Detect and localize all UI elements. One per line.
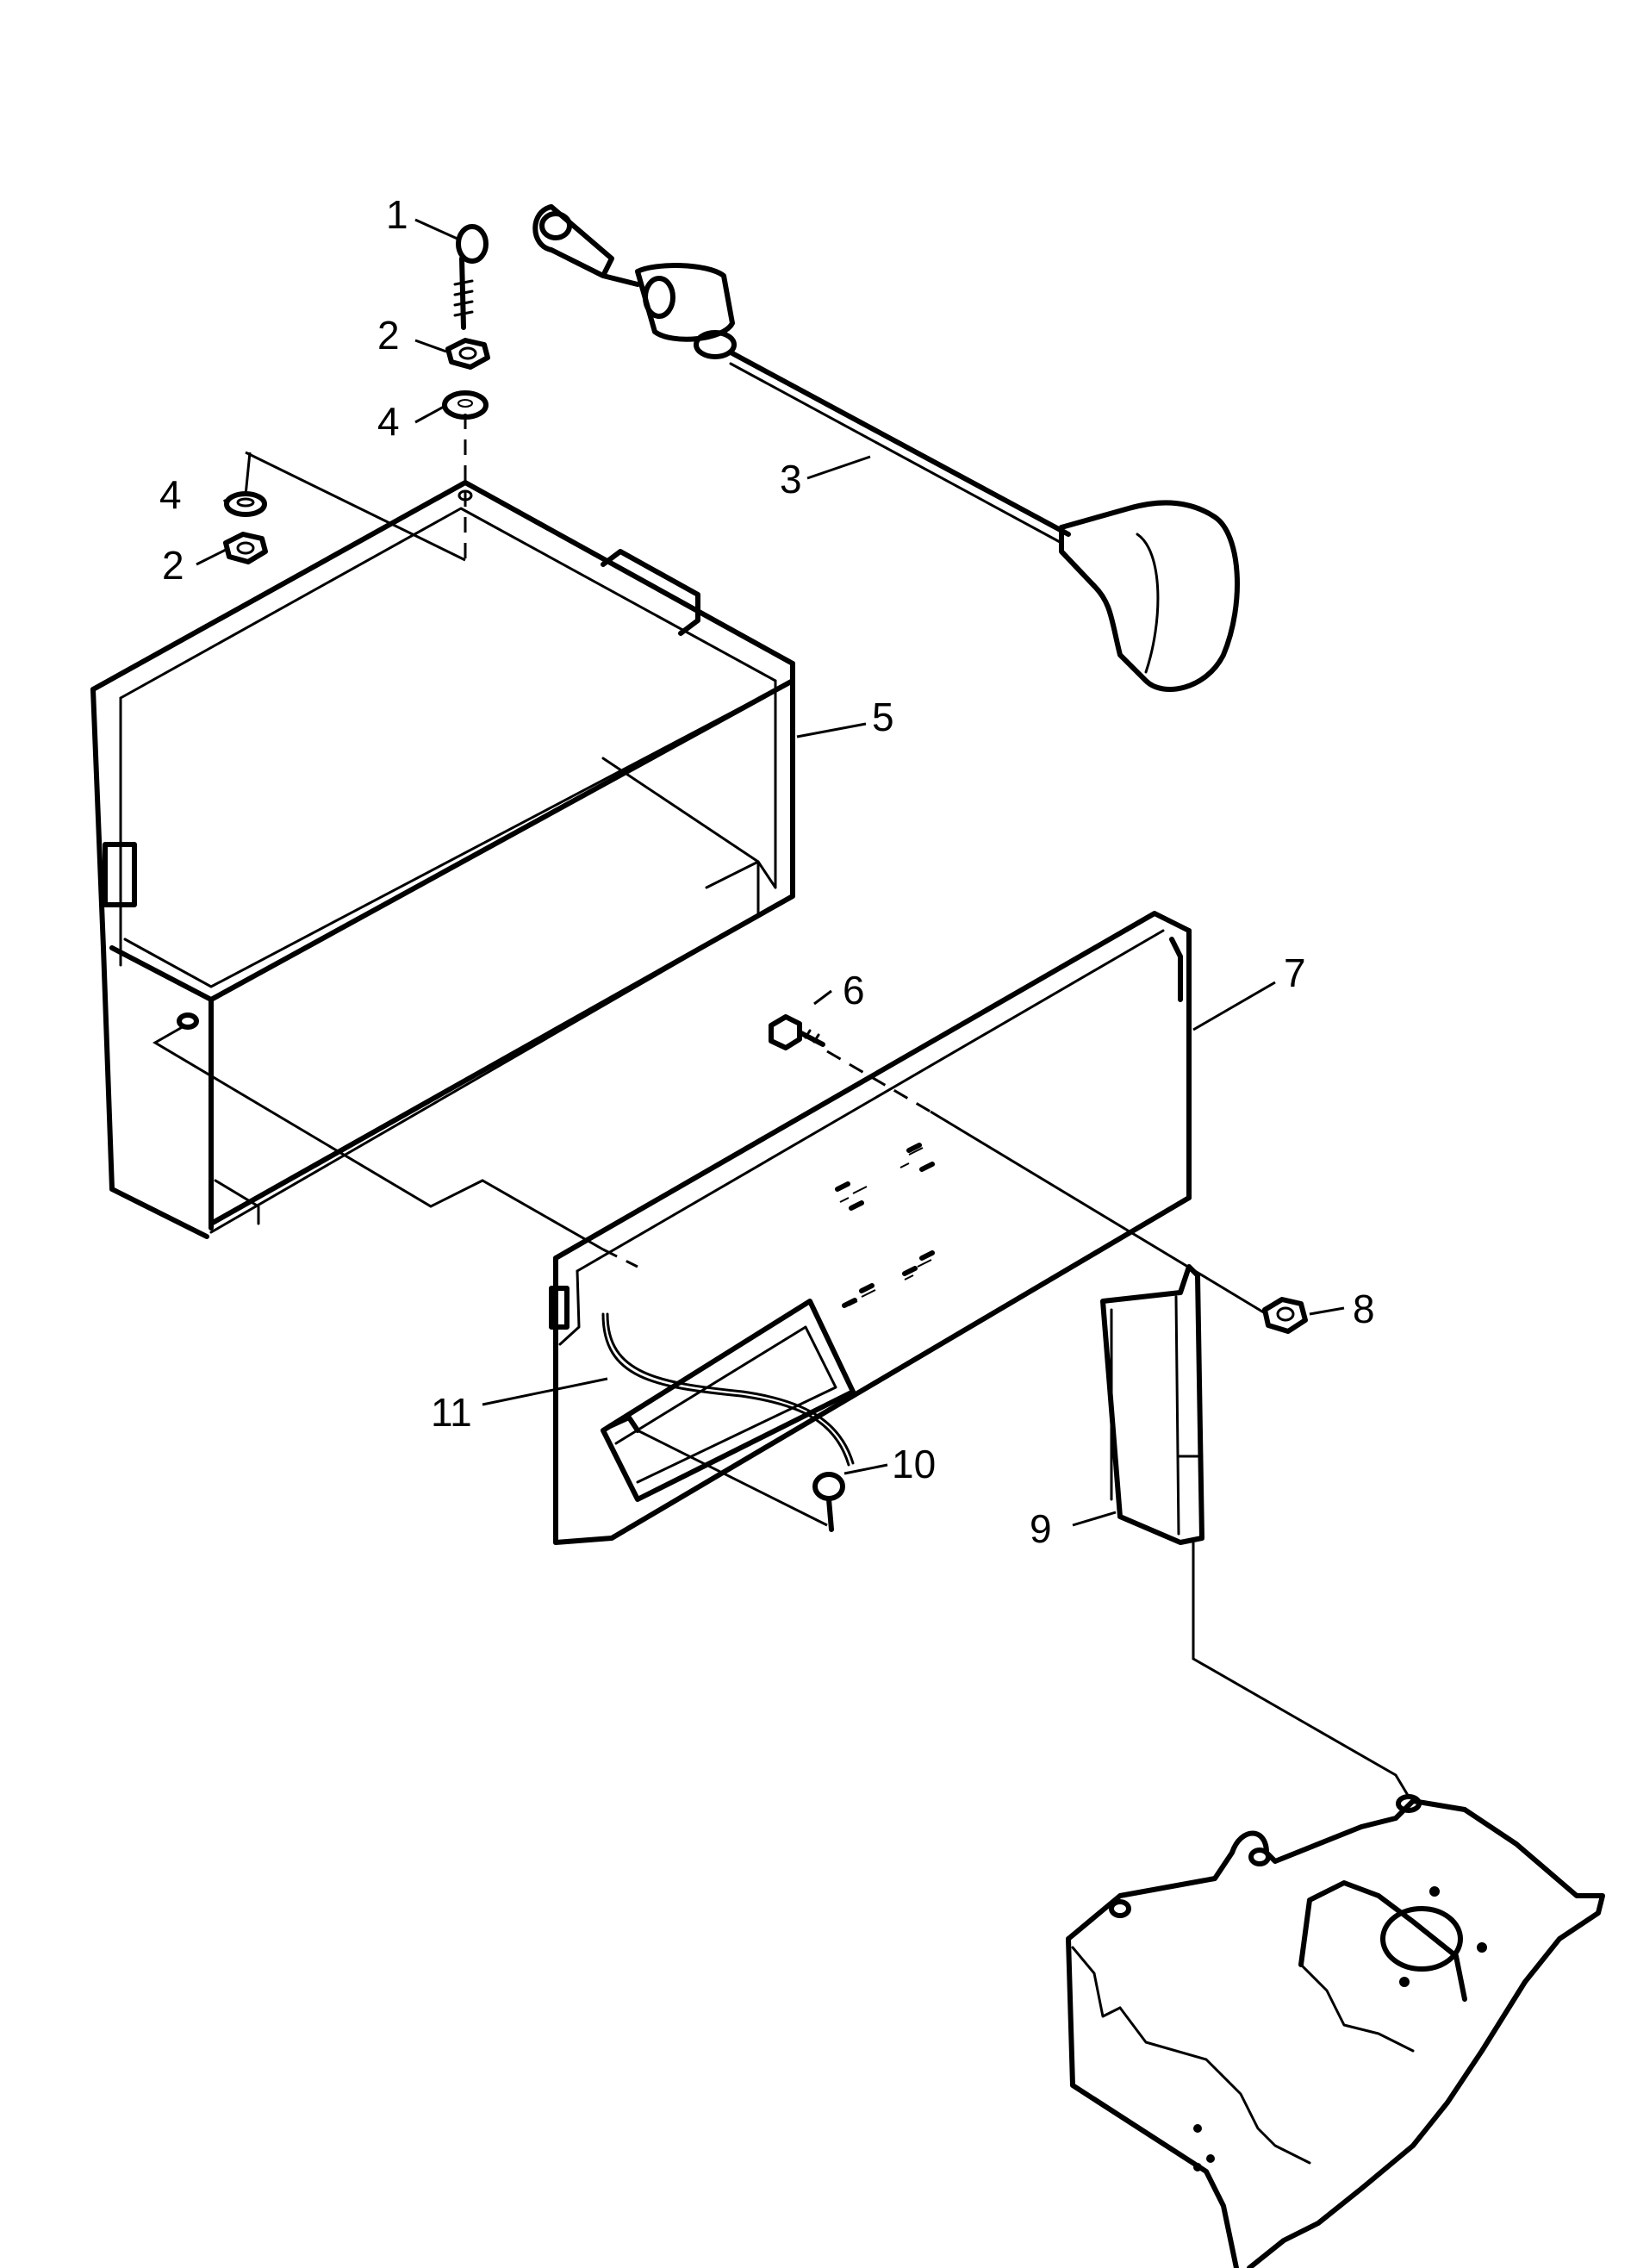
callout-3: 3 <box>780 457 802 502</box>
lanyard-cable-part <box>601 1312 855 1467</box>
blade-guard-assembly <box>1066 1794 1605 2268</box>
callout-leaders <box>196 218 1345 1527</box>
callout-10: 10 <box>892 1442 936 1486</box>
callout-9: 9 <box>1030 1506 1052 1551</box>
callout-7: 7 <box>1284 950 1306 995</box>
callout-11: 11 <box>431 1390 472 1435</box>
callout-4-upper: 4 <box>377 399 400 444</box>
washer-upper-part <box>442 390 489 420</box>
pin-part <box>607 1415 845 1532</box>
bracket-part <box>1100 1264 1204 1545</box>
door-panel-part <box>549 911 1192 1545</box>
hex-nut-left-part <box>223 532 268 564</box>
callout-5: 5 <box>872 695 894 739</box>
hex-nut-right-part <box>1262 1297 1308 1334</box>
washer-left-part <box>224 491 267 517</box>
tether-handle-part <box>532 204 1241 692</box>
hex-nut-upper-part <box>445 338 490 370</box>
bolt-part <box>769 1014 825 1050</box>
door-slot-marks <box>835 1143 935 1308</box>
assembly-lines <box>152 414 1410 1798</box>
callout-2-left: 2 <box>162 543 184 588</box>
callout-4-left: 4 <box>159 472 182 517</box>
callout-8: 8 <box>1353 1287 1375 1331</box>
callout-6: 6 <box>843 968 865 1012</box>
box-housing-part <box>90 480 795 1239</box>
callout-2-upper: 2 <box>377 313 400 358</box>
callout-1: 1 <box>386 192 408 237</box>
eye-bolt-part <box>453 224 489 330</box>
